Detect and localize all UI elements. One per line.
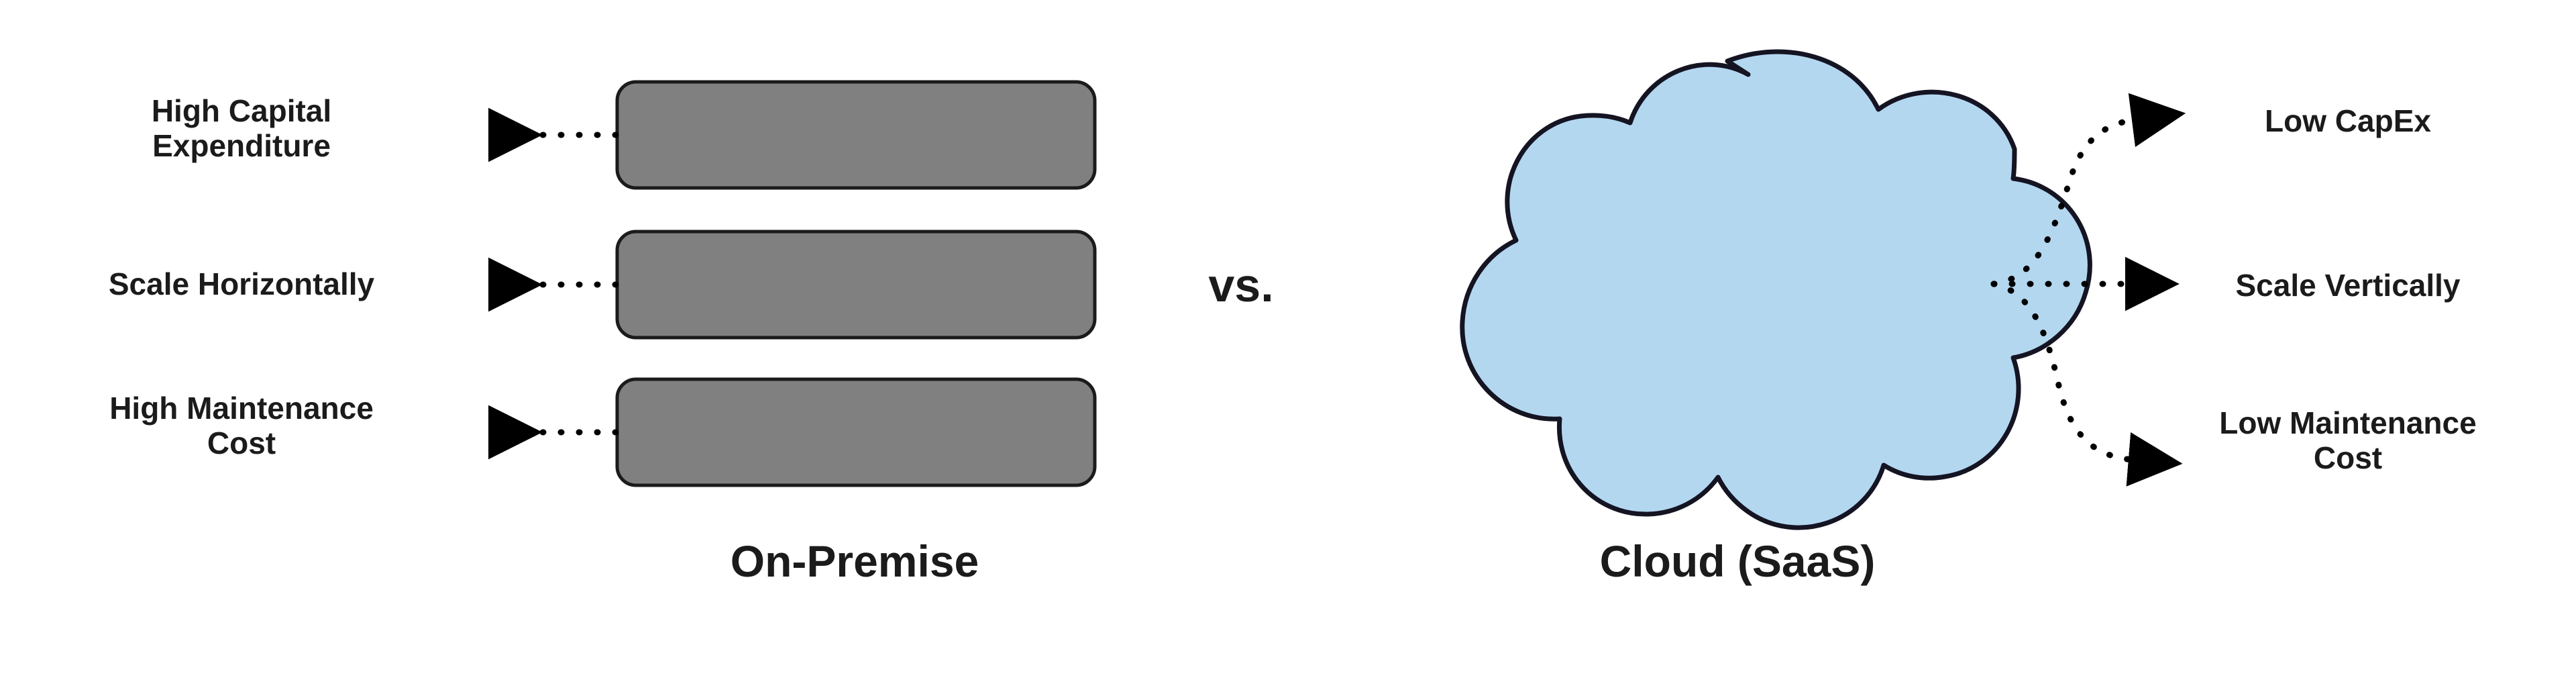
cloud-attribute-low-capex: Low CapEx [2265, 103, 2431, 138]
onpremise-title: On-Premise [730, 536, 979, 586]
onpremise-connectors [488, 107, 619, 460]
server-box-3 [615, 377, 1097, 487]
versus-label: vs. [1208, 259, 1274, 311]
cloud-attribute-scale-vertically: Scale Vertically [2235, 268, 2461, 303]
connector-low-maintenance-cost [1990, 281, 2183, 487]
cloud-shape [1460, 49, 2092, 530]
onpremise-attribute-scale-horizontally: Scale Horizontally [108, 266, 375, 301]
cloud-outline [1460, 49, 2092, 530]
cloud-attribute-low-maintenance-cost: Low Maintenance Cost [2219, 405, 2477, 475]
onpremise-attribute-high-maintenance-cost: High Maintenance Cost [109, 391, 374, 460]
onpremise-attribute-high-capital-expenditure: High Capital Expenditure [151, 93, 332, 163]
server-box-2 [615, 230, 1097, 340]
connector-low-capex [1990, 93, 2186, 287]
cloud-connectors [1990, 93, 2186, 487]
cloud-title: Cloud (SaaS) [1599, 536, 1876, 586]
server-stack [615, 80, 1097, 487]
server-box-1 [615, 80, 1097, 190]
